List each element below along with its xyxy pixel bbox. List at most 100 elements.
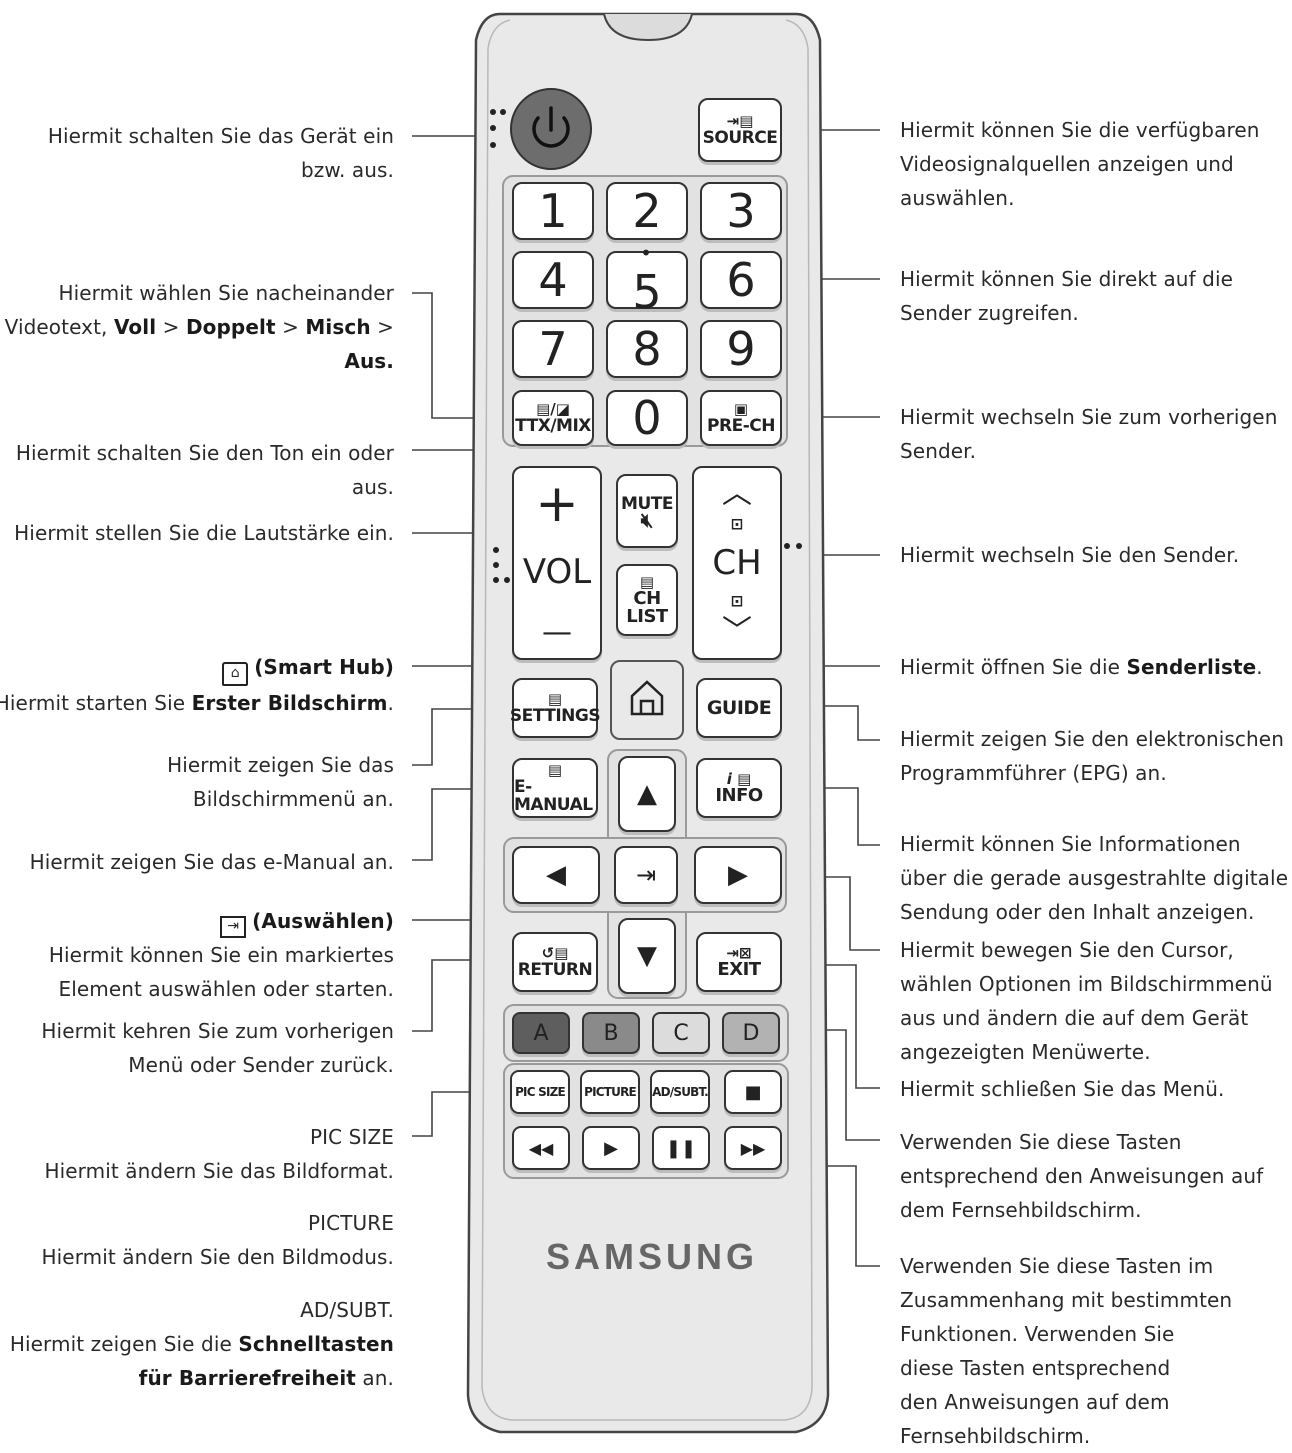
- digit-8-button[interactable]: 8: [606, 320, 688, 378]
- annotation-media-buttons: Verwenden Sie diese Tasten im Zusammenha…: [900, 1254, 1233, 1448]
- fast-forward-button[interactable]: ▶▶: [724, 1126, 782, 1170]
- leader-return: [412, 959, 512, 1032]
- fast-forward-icon: ▶▶: [740, 1138, 766, 1158]
- annotation-color-buttons: Verwenden Sie diese Tasten entsprechend …: [900, 1130, 1264, 1222]
- annotation-power: Hiermit schalten Sie das Gerät ein bzw. …: [47, 124, 394, 182]
- annotation-settings: Hiermit zeigen Sie das Bildschirmmenü an…: [167, 753, 394, 811]
- channel-down-icon: ﹀: [722, 614, 752, 650]
- annotation-return: Hiermit kehren Sie zum vorherigen Menü o…: [41, 1019, 394, 1077]
- digit-9-button[interactable]: 9: [700, 320, 782, 378]
- play-button[interactable]: ▶: [582, 1126, 640, 1170]
- smart-hub-button[interactable]: [610, 660, 684, 740]
- guide-button[interactable]: GUIDE: [696, 678, 782, 738]
- digit-7-button[interactable]: 7: [512, 320, 594, 378]
- stop-icon: ■: [744, 1081, 762, 1103]
- annotation-ch-list: Hiermit öffnen Sie die Senderliste.: [900, 655, 1263, 679]
- left-arrow-icon: ◀: [546, 860, 566, 890]
- leader-colors: [786, 1029, 880, 1141]
- digit-1-button[interactable]: 1: [512, 182, 594, 240]
- annotation-digits: Hiermit können Sie direkt auf die Sender…: [900, 267, 1234, 325]
- annotation-select: ⇥(Auswählen) Hiermit können Sie ein mark…: [48, 909, 394, 1001]
- channel-up-icon: ︿: [722, 475, 752, 511]
- leader-select: [412, 902, 615, 921]
- digit-3-button[interactable]: 3: [700, 182, 782, 240]
- color-b-button[interactable]: B: [582, 1012, 640, 1054]
- e-manual-button[interactable]: ▤ E-MANUAL: [512, 758, 598, 818]
- volume-down-icon: —: [542, 615, 572, 650]
- leader-emanual: [412, 788, 512, 861]
- rewind-icon: ◀◀: [528, 1138, 554, 1158]
- ttx-mix-button[interactable]: ▤/◪ TTX/MIX: [512, 390, 594, 446]
- pause-button[interactable]: ❚❚: [652, 1126, 710, 1170]
- annotation-mute: Hiermit schalten Sie den Ton ein oder au…: [15, 441, 394, 499]
- annotation-ad-subt: AD/SUBT. Hiermit zeigen Sie die Schnellt…: [9, 1298, 394, 1390]
- down-arrow-icon: ▼: [637, 941, 657, 971]
- color-d-button[interactable]: D: [722, 1012, 780, 1054]
- annotation-pre-ch: Hiermit wechseln Sie zum vorherigen Send…: [900, 405, 1278, 463]
- select-button[interactable]: ⇥: [614, 846, 678, 904]
- settings-icon: ▤: [547, 689, 563, 708]
- source-icon: ⇥▤: [726, 111, 754, 130]
- digit-5-button[interactable]: •5: [606, 241, 688, 319]
- up-arrow-button[interactable]: ▲: [618, 756, 676, 832]
- color-c-button[interactable]: C: [652, 1012, 710, 1054]
- stop-button[interactable]: ■: [724, 1070, 782, 1114]
- annotation-guide: Hiermit zeigen Sie den elektronischen Pr…: [900, 727, 1284, 785]
- picture-button[interactable]: PICTURE: [580, 1070, 640, 1114]
- annotation-e-manual: Hiermit zeigen Sie das e-Manual an.: [29, 850, 394, 874]
- ad-subt-button[interactable]: AD/SUBT.: [650, 1070, 710, 1114]
- color-a-button[interactable]: A: [512, 1012, 570, 1054]
- leader-info: [780, 787, 880, 846]
- leader-cursor: [786, 876, 880, 951]
- exit-icon: ⇥⊠: [726, 943, 752, 962]
- annotation-volume: Hiermit stellen Sie die Lautstärke ein.: [14, 521, 394, 545]
- up-arrow-icon: ▲: [637, 779, 657, 809]
- leader-picsize: [412, 1091, 510, 1137]
- annotation-channel: Hiermit wechseln Sie den Sender.: [900, 543, 1240, 567]
- channel-rocker[interactable]: ︿ ⊡ CH ⊡ ﹀: [692, 466, 782, 660]
- tactile-dot-icon: •: [640, 241, 652, 265]
- pause-icon: ❚❚: [665, 1137, 697, 1159]
- mute-button[interactable]: MUTE 🔇︎: [616, 474, 678, 548]
- volume-up-icon: +: [535, 474, 579, 534]
- left-arrow-button[interactable]: ◀: [512, 846, 600, 904]
- ch-list-icon: ▤: [639, 572, 655, 591]
- select-icon: ⇥: [220, 916, 247, 938]
- volume-rocker[interactable]: + VOL —: [512, 466, 602, 660]
- digit-2-button[interactable]: 2: [606, 182, 688, 240]
- leader-exit: [780, 964, 880, 1089]
- home-icon: ⌂: [222, 662, 249, 686]
- leader-settings: [412, 708, 512, 766]
- leader-ttx: [412, 292, 512, 419]
- digit-0-button[interactable]: 0: [606, 390, 688, 446]
- annotation-pic-size: PIC SIZE Hiermit ändern Sie das Bildform…: [44, 1125, 394, 1183]
- pre-ch-button[interactable]: ▣ PRE-CH: [700, 390, 782, 446]
- pre-ch-icon: ▣: [733, 399, 749, 418]
- select-icon: ⇥: [635, 861, 657, 889]
- return-button[interactable]: ↺▤ RETURN: [512, 932, 598, 992]
- leader-media: [786, 1165, 880, 1267]
- annotation-exit: Hiermit schließen Sie das Menü.: [900, 1077, 1225, 1101]
- settings-button[interactable]: ▤ SETTINGS: [510, 678, 601, 738]
- annotation-ttx: Hiermit wählen Sie nacheinander Videotex…: [4, 281, 394, 373]
- digit-6-button[interactable]: 6: [700, 251, 782, 309]
- leader-guide: [780, 705, 880, 741]
- ch-prev-icon: ⊡: [730, 592, 744, 611]
- pic-size-button[interactable]: PIC SIZE: [510, 1070, 570, 1114]
- return-icon: ↺▤: [541, 943, 569, 962]
- info-button[interactable]: i ▤ INFO: [696, 758, 782, 818]
- exit-button[interactable]: ⇥⊠ EXIT: [696, 932, 782, 992]
- digit-4-button[interactable]: 4: [512, 251, 594, 309]
- ch-next-icon: ⊡: [730, 514, 744, 533]
- down-arrow-button[interactable]: ▼: [618, 918, 676, 994]
- e-manual-icon: ▤: [547, 760, 563, 779]
- rewind-button[interactable]: ◀◀: [512, 1126, 570, 1170]
- annotation-source: Hiermit können Sie die verfügbaren Video…: [900, 118, 1260, 210]
- ch-list-button[interactable]: ▤ CH LIST: [616, 564, 678, 636]
- right-arrow-button[interactable]: ▶: [694, 846, 782, 904]
- annotation-info: Hiermit können Sie Informationen über di…: [900, 832, 1289, 924]
- teletext-icon: ▤/◪: [536, 399, 570, 418]
- annotation-picture: PICTURE Hiermit ändern Sie den Bildmodus…: [41, 1211, 394, 1269]
- source-button[interactable]: ⇥▤ SOURCE: [698, 98, 782, 162]
- info-icon: i ▤: [726, 769, 752, 788]
